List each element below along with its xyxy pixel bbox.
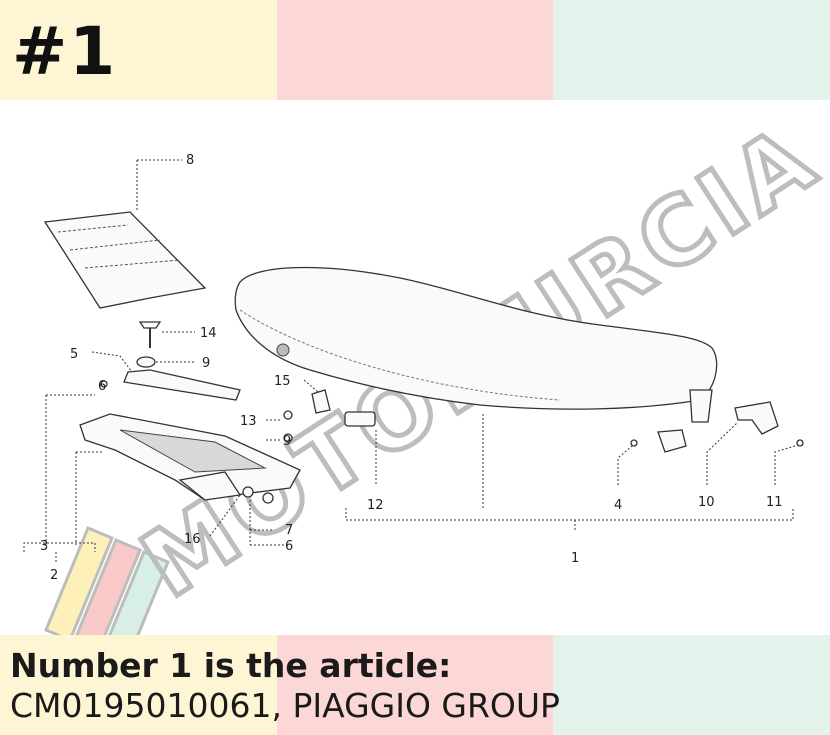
leader-lines xyxy=(23,159,799,562)
callout-label: 6 xyxy=(285,539,293,554)
bottom-color-band xyxy=(0,635,830,735)
callout-label: 10 xyxy=(698,495,715,510)
band-mint xyxy=(553,635,830,735)
callout-label: 8 xyxy=(186,153,194,168)
caption-heading: Number 1 is the article: xyxy=(10,646,452,685)
part-seat-tray xyxy=(79,413,301,501)
callout-label: 6 xyxy=(98,379,106,394)
callout-label: 4 xyxy=(614,498,622,513)
callout-label: 1 xyxy=(571,551,579,566)
callout-label: 14 xyxy=(200,326,217,341)
caption-article: CM0195010061, PIAGGIO GROUP xyxy=(10,686,560,725)
callout-label: 3 xyxy=(40,539,48,554)
callout-label: 11 xyxy=(766,495,783,510)
band-pink xyxy=(276,635,554,735)
part-screw-and-washer xyxy=(136,321,162,368)
callout-label: 13 xyxy=(240,414,257,429)
callout-labels: 8 14 9 5 6 15 13 9 3 2 16 7 6 12 4 10 11… xyxy=(40,153,783,583)
callout-label: 9 xyxy=(202,356,210,371)
callout-label: 15 xyxy=(274,374,291,389)
part-seat xyxy=(234,266,718,423)
part-document-bag xyxy=(43,211,207,309)
band-yellow xyxy=(0,0,277,100)
band-yellow xyxy=(0,635,277,735)
callout-label: 12 xyxy=(367,498,384,513)
callout-label: 7 xyxy=(285,523,293,538)
part-hardware xyxy=(100,380,804,504)
part-strap xyxy=(123,369,241,401)
callout-label: 16 xyxy=(184,532,201,547)
callout-label: 9 xyxy=(283,434,291,449)
callout-label: 2 xyxy=(50,568,58,583)
band-pink xyxy=(276,0,554,100)
page-title: #1 xyxy=(12,13,118,90)
watermark-stripes xyxy=(44,526,170,635)
article-caption: Number 1 is the article: CM0195010061, P… xyxy=(10,646,560,726)
band-mint xyxy=(553,0,830,100)
exploded-parts-diagram: MOTOMURCIA xyxy=(23,101,830,635)
top-color-band xyxy=(0,0,830,100)
callout-label: 5 xyxy=(70,347,78,362)
